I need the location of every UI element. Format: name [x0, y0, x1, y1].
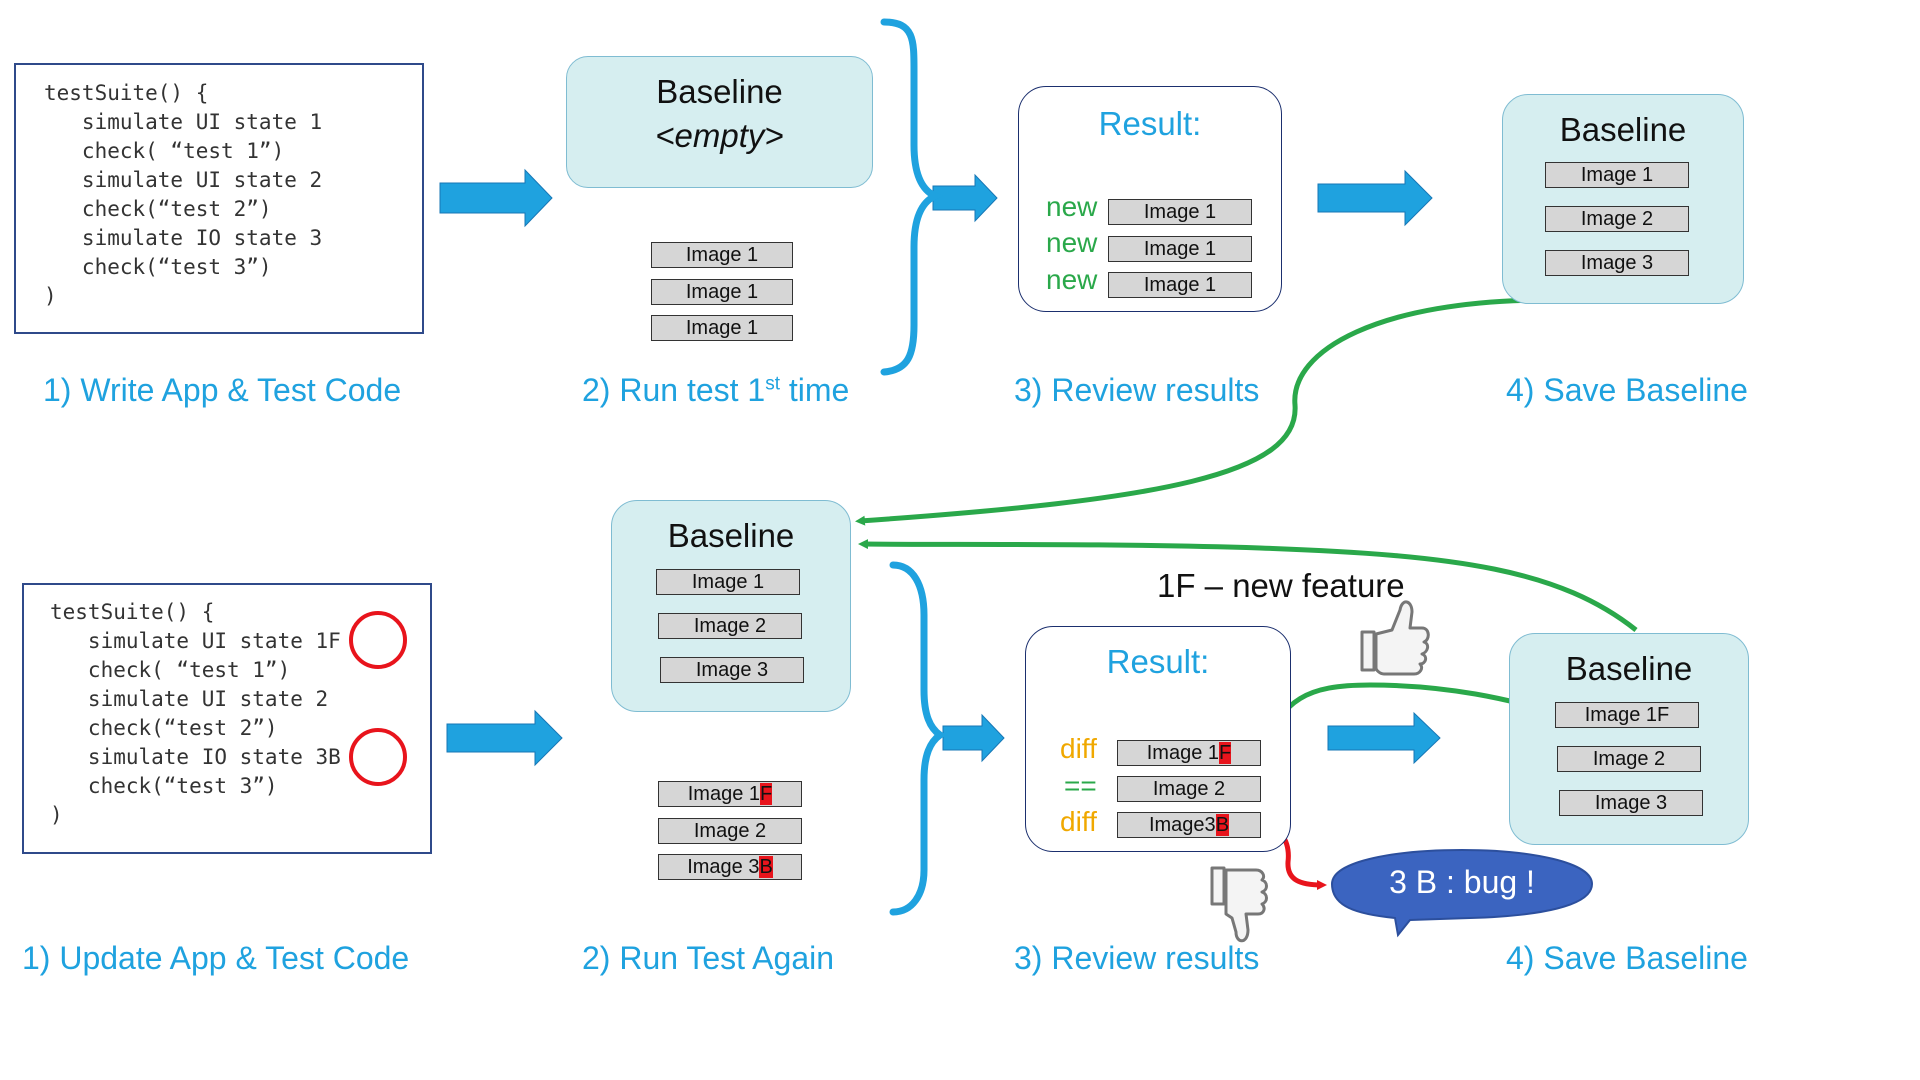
saved-image-1: Image 1 [1545, 162, 1689, 188]
new-baseline-image-3: Image 3 [1559, 790, 1703, 816]
code-line: check(“test 3”) [50, 774, 278, 798]
code-line: simulate UI state 2 [50, 687, 329, 711]
flow-arrow-3 [1317, 169, 1433, 227]
diff-marker: B [759, 856, 773, 878]
bug-bubble [1330, 848, 1594, 938]
rerun-image-1: Image 1F [658, 781, 802, 807]
baseline-title: Baseline [1565, 650, 1693, 687]
rerun-image-2: Image 2 [658, 818, 802, 844]
baseline-image-1: Image 1 [656, 569, 800, 595]
run-image-1: Image 1 [651, 242, 793, 268]
step-label-run-first: 2) Run test 1st time [582, 372, 850, 408]
thumbs-down-icon [1210, 866, 1268, 943]
code-line: ) [50, 803, 63, 827]
code-line: simulate IO state 3B [50, 745, 341, 769]
code-line: testSuite() { [50, 600, 215, 624]
baseline-image-2: Image 2 [658, 613, 802, 639]
run-image-3: Image 1 [651, 315, 793, 341]
result-image-3: Image 1 [1108, 272, 1252, 298]
new-baseline-image-1: Image 1F [1555, 702, 1699, 728]
result-tag-new-3: new [1046, 264, 1098, 295]
step-label-review-bottom: 3) Review results [1014, 940, 1260, 976]
flow-arrow-2 [932, 173, 998, 223]
result-title: Result: [1098, 105, 1202, 142]
step-label-write-code: 1) Write App & Test Code [43, 372, 402, 408]
flow-arrow-1 [439, 168, 553, 228]
result-title: Result: [1106, 643, 1210, 680]
new-baseline-image-2: Image 2 [1557, 746, 1701, 772]
new-baseline-return-arrow [858, 539, 1638, 632]
result-tag-diff-2: diff [1060, 806, 1097, 837]
result-image-1: Image 1 [1108, 199, 1252, 225]
baseline-reuse-arrow [855, 297, 1549, 526]
baseline-image-3: Image 3 [660, 657, 804, 683]
baseline-empty-label: <empty> [655, 117, 784, 154]
result-image-equal: Image 2 [1117, 776, 1261, 802]
step-label-save-bottom: 4) Save Baseline [1506, 940, 1748, 976]
code-line: simulate UI state 1F [50, 629, 341, 653]
code-line: check(“test 2”) [50, 716, 278, 740]
thumbs-up-icon [1360, 600, 1430, 676]
highlight-circle-1f [349, 611, 407, 669]
diff-marker: F [1219, 742, 1232, 764]
diff-marker: F [760, 783, 773, 805]
flow-arrow-6 [1327, 711, 1441, 765]
highlight-circle-3b [349, 728, 407, 786]
baseline-title: Baseline [667, 517, 795, 554]
step-label-save-top: 4) Save Baseline [1506, 372, 1748, 408]
saved-image-3: Image 3 [1545, 250, 1689, 276]
code-text-top: testSuite() { simulate UI state 1 check(… [44, 81, 323, 308]
curly-brace-bottom [889, 561, 947, 916]
result-image-2: Image 1 [1108, 236, 1252, 262]
result-tag-new-1: new [1046, 191, 1098, 222]
result-tag-new-2: new [1046, 227, 1098, 258]
curly-brace-top [880, 18, 944, 376]
step-label-update-code: 1) Update App & Test Code [22, 940, 410, 976]
baseline-empty: Baseline <empty> [566, 56, 873, 188]
new-feature-caption: 1F – new feature [1157, 567, 1405, 604]
rerun-image-3: Image 3B [658, 854, 802, 880]
baseline-title: Baseline [1559, 111, 1687, 148]
result-tag-equal: == [1064, 770, 1097, 801]
baseline-title: Baseline [656, 73, 783, 110]
step-label-run-again: 2) Run Test Again [582, 940, 835, 976]
step-label-review-top: 3) Review results [1014, 372, 1260, 408]
bug-bubble-label: 3 B : bug ! [1389, 864, 1535, 900]
run-image-2: Image 1 [651, 279, 793, 305]
saved-image-2: Image 2 [1545, 206, 1689, 232]
flow-arrow-5 [942, 713, 1005, 763]
result-image-diff-1: Image 1F [1117, 740, 1261, 766]
flow-arrow-4 [446, 709, 563, 767]
diff-marker: B [1215, 814, 1230, 836]
result-image-diff-2: Image3B [1117, 812, 1261, 838]
code-box-top: testSuite() { simulate UI state 1 check(… [14, 63, 424, 334]
result-tag-diff-1: diff [1060, 733, 1097, 764]
code-line: check( “test 1”) [50, 658, 291, 682]
